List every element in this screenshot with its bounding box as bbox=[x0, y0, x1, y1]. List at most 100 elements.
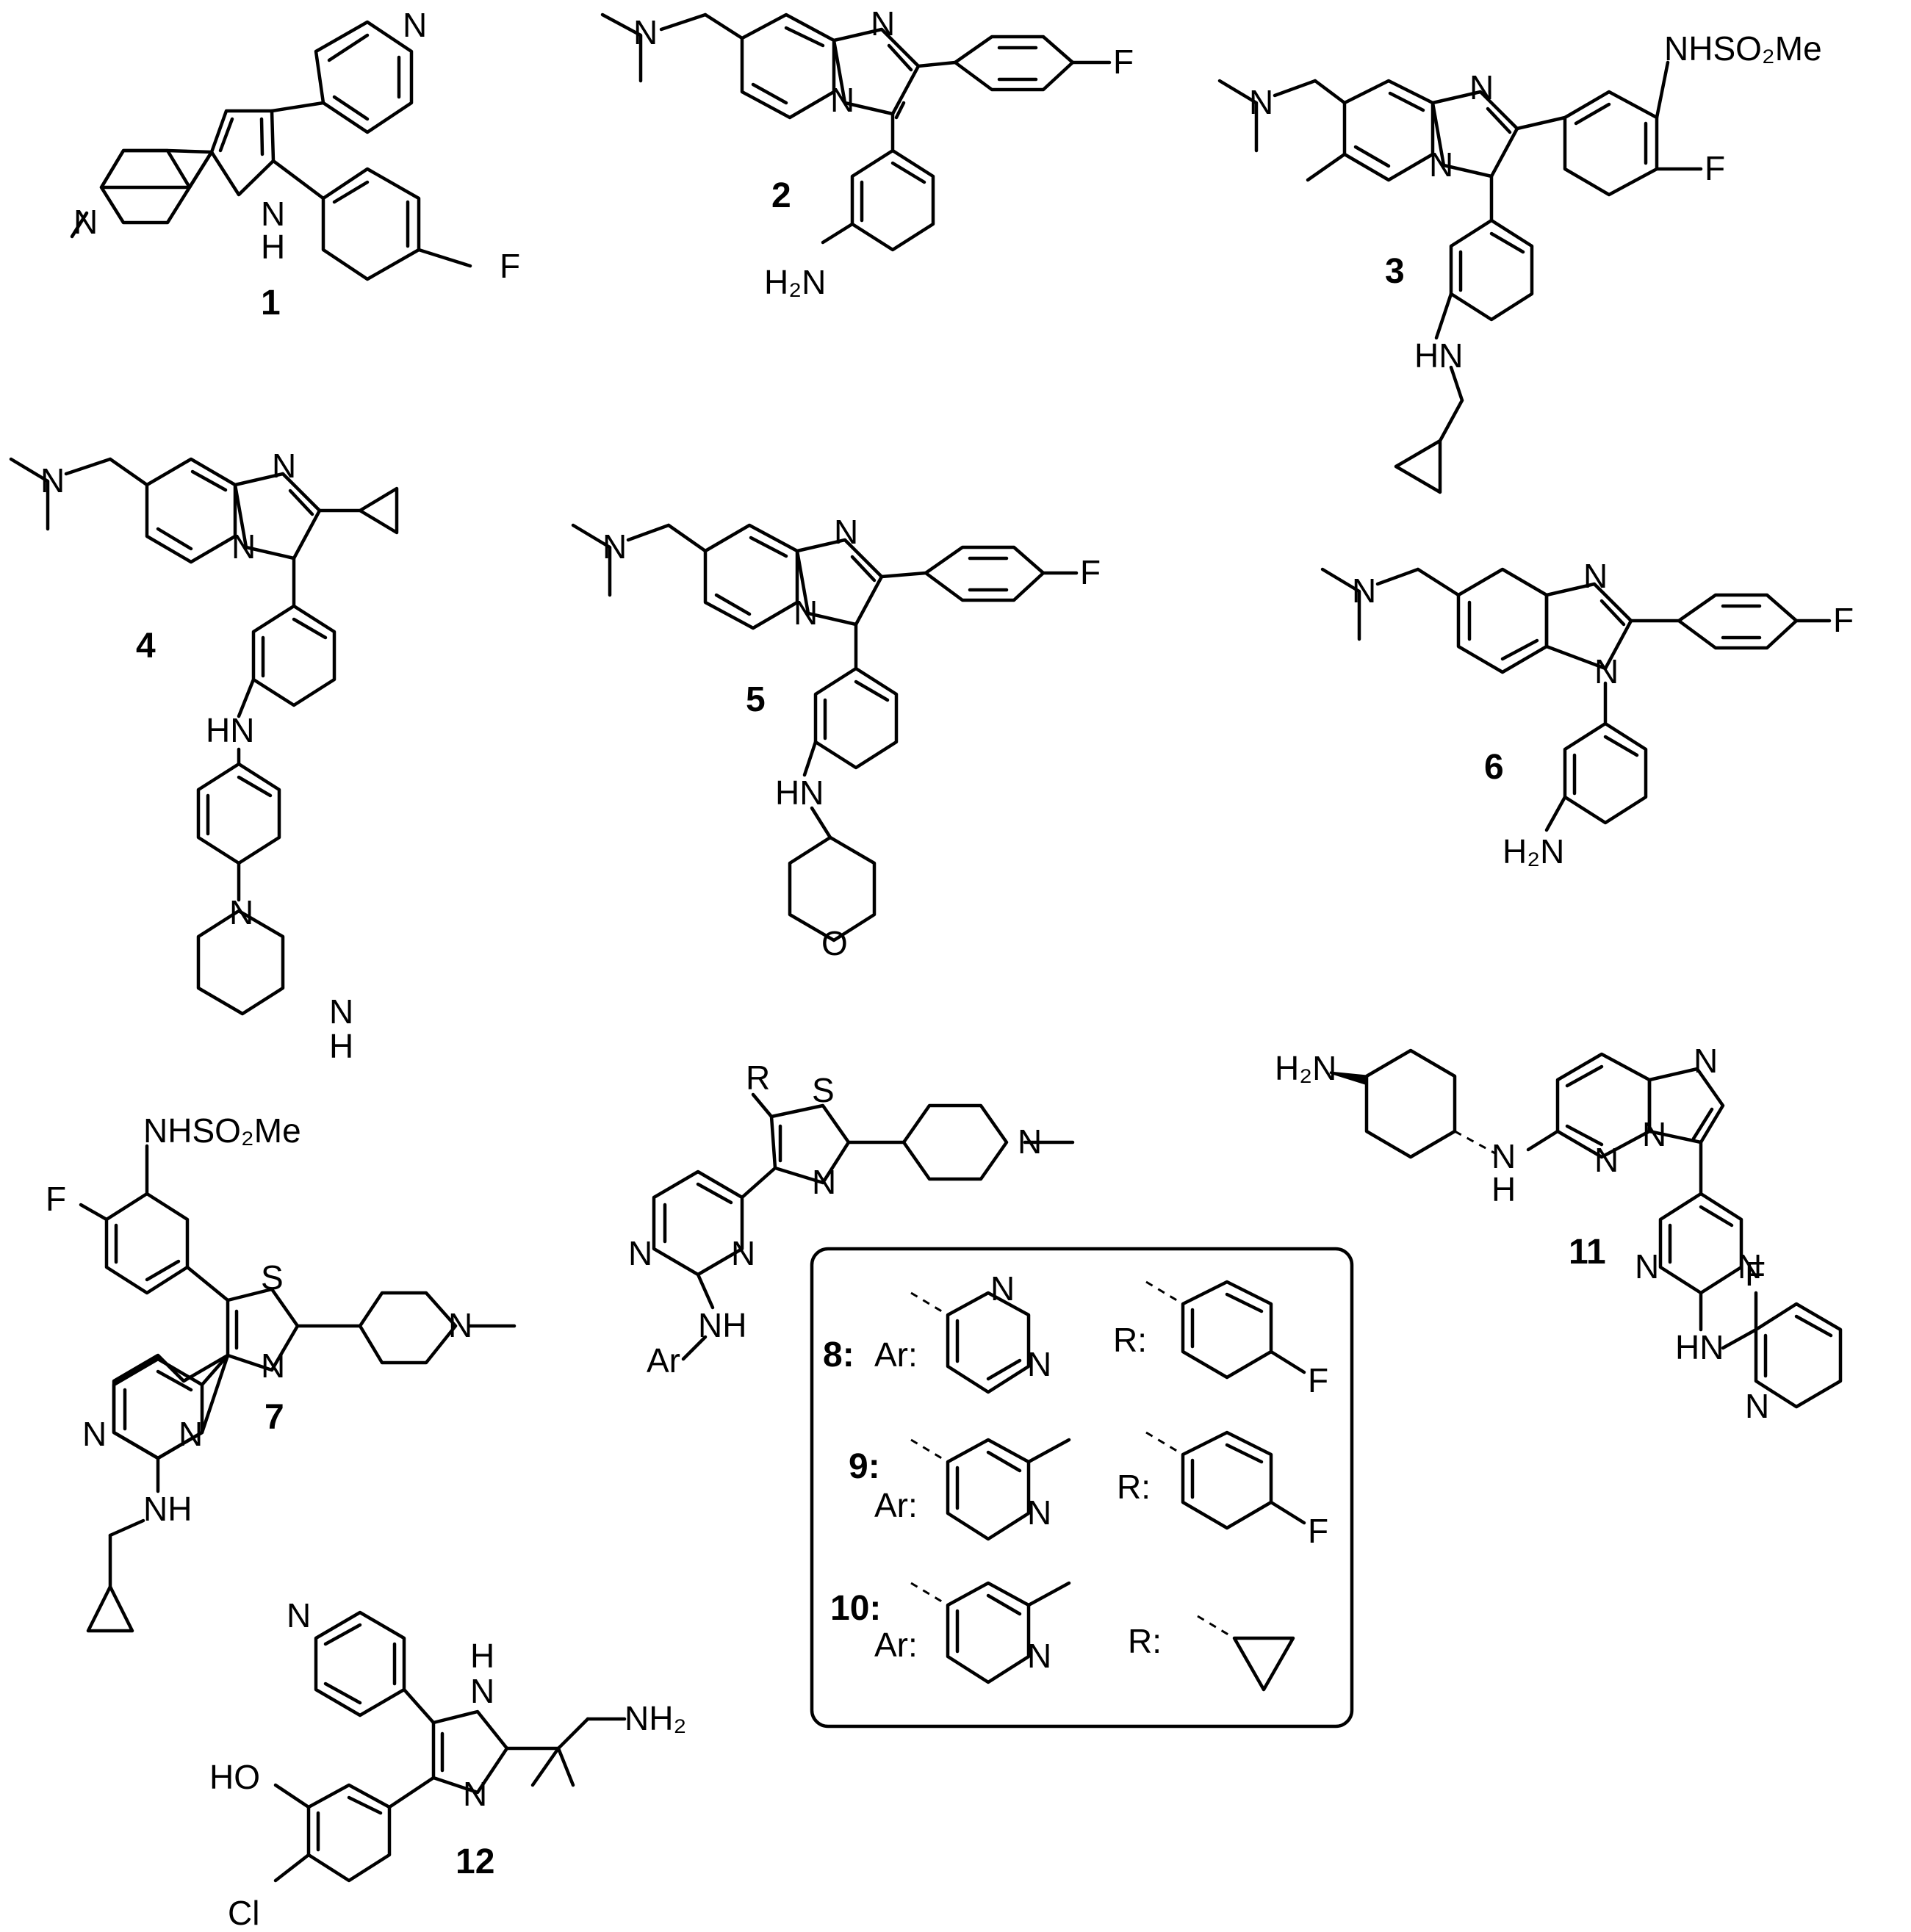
c11-pyrimidine-n3: N bbox=[1635, 1247, 1659, 1286]
c6-amine: H₂N bbox=[1502, 832, 1564, 871]
c8-10-pyrimidine-n3: N bbox=[731, 1234, 755, 1272]
c5-nme2-n: N bbox=[602, 527, 627, 566]
c3-sulfonamide: NHSO₂Me bbox=[1664, 29, 1822, 68]
c12-imidazole-h: H bbox=[470, 1637, 494, 1675]
c5-imidazole-n: N bbox=[834, 513, 858, 551]
c6-nme2-n: N bbox=[1352, 572, 1376, 610]
c8-10-amine: NH bbox=[698, 1306, 746, 1344]
row-9-r-fluorine: F bbox=[1308, 1512, 1328, 1550]
row-8-number: 8: bbox=[823, 1336, 854, 1374]
compound-12: N N H N NH₂ HO Cl 12 bbox=[209, 1596, 686, 1932]
row-9-ar-n: N bbox=[1027, 1493, 1051, 1532]
row-9-r-label: R: bbox=[1117, 1468, 1151, 1506]
c4-imidazole-n: N bbox=[272, 447, 296, 485]
table-frame bbox=[810, 1247, 1354, 1729]
c8-10-piperidine-n: N bbox=[1018, 1122, 1042, 1161]
c6-benzimidazole-n3: N bbox=[1583, 557, 1608, 595]
c5-label: 5 bbox=[746, 680, 766, 719]
c8-10-r-group: R bbox=[746, 1059, 770, 1097]
c11-amine-h: H bbox=[1491, 1170, 1516, 1208]
row-10-r-label: R: bbox=[1128, 1622, 1162, 1660]
c7-pyrimidine-n3: N bbox=[179, 1415, 203, 1453]
compound-8-10-core: R S N N N N NH Ar bbox=[628, 1059, 1075, 1380]
c7-fluorine: F bbox=[46, 1180, 66, 1218]
c7-thiazole-s: S bbox=[261, 1258, 284, 1297]
compound-4: N N N HN N N H 4 bbox=[9, 447, 399, 1065]
c12-imidazole-n: N bbox=[463, 1775, 487, 1813]
c4-label: 4 bbox=[136, 627, 156, 666]
c3-bridgehead-n: N bbox=[1429, 145, 1453, 184]
row-8-ar-n1: N bbox=[990, 1269, 1015, 1308]
c1-pyrrole-h: H bbox=[261, 228, 285, 266]
row-8-r-label: R: bbox=[1113, 1321, 1147, 1359]
c2-imidazole-n: N bbox=[871, 4, 895, 43]
c11-fluorine: F bbox=[1745, 1255, 1766, 1293]
c11-amine-h2n: H₂N bbox=[1275, 1049, 1336, 1087]
c8-10-ar-group: Ar bbox=[647, 1341, 680, 1380]
c4-piperazine-n4: N bbox=[329, 992, 353, 1031]
c4-piperazine-h: H bbox=[329, 1027, 353, 1065]
c4-amine: HN bbox=[206, 711, 254, 749]
c11-amine-n: N bbox=[1491, 1137, 1516, 1175]
c3-amine: HN bbox=[1414, 336, 1463, 375]
c12-label: 12 bbox=[456, 1842, 494, 1881]
c11-pyrimidine-n1: N bbox=[1738, 1247, 1762, 1286]
c7-piperidine-n: N bbox=[448, 1306, 472, 1344]
row-8-ar-n2: N bbox=[1027, 1345, 1051, 1383]
compound-1: N N N H F 1 bbox=[70, 6, 520, 322]
c1-label: 1 bbox=[261, 284, 281, 322]
c2-nme2-n: N bbox=[633, 13, 658, 51]
compound-11: H₂N N H N N N N N HN F N 11 bbox=[1275, 1042, 1843, 1425]
c3-imidazole-n: N bbox=[1469, 68, 1494, 107]
row-10-number: 10: bbox=[830, 1589, 881, 1628]
c5-amine: HN bbox=[775, 774, 824, 812]
c11-pyridine-n: N bbox=[1745, 1387, 1769, 1425]
c5-bridgehead-n: N bbox=[793, 594, 818, 632]
c4-piperazine-n1: N bbox=[229, 893, 253, 931]
c6-fluorine: F bbox=[1833, 601, 1854, 639]
compound-6: N N N F H₂N 6 bbox=[1320, 557, 1854, 871]
c3-label: 3 bbox=[1385, 252, 1405, 291]
c6-benzimidazole-n1: N bbox=[1594, 652, 1619, 691]
c2-amine: H₂N bbox=[764, 263, 826, 301]
c12-imidazole-nh: N bbox=[470, 1672, 494, 1710]
c11-pyridazine-n: N bbox=[1594, 1141, 1619, 1179]
compound-3: N N N NHSO₂Me F HN 3 bbox=[1217, 29, 1822, 494]
row-8-r-fluorine: F bbox=[1308, 1361, 1328, 1399]
compound-2: N N N F H₂N 2 bbox=[600, 4, 1134, 301]
c1-fluorine: F bbox=[500, 247, 520, 285]
c2-bridgehead-n: N bbox=[830, 81, 854, 119]
row-9-number: 9: bbox=[849, 1447, 880, 1486]
c6-label: 6 bbox=[1484, 748, 1504, 787]
c5-fluorine: F bbox=[1080, 553, 1101, 591]
row-9-ar-label: Ar: bbox=[874, 1486, 918, 1524]
c1-pyridine-n: N bbox=[403, 6, 427, 44]
c7-sulfonamide: NHSO₂Me bbox=[143, 1111, 301, 1150]
c4-nme2-n: N bbox=[40, 461, 65, 500]
row-10-ar-n: N bbox=[1027, 1637, 1051, 1675]
c12-hydroxyl: HO bbox=[209, 1758, 260, 1796]
substituent-table: 8: Ar: N N R: F 9: Ar: N R: F 10: Ar: bbox=[810, 1247, 1354, 1729]
c7-pyrimidine-n1: N bbox=[82, 1415, 107, 1453]
c8-10-pyrimidine-n1: N bbox=[628, 1234, 652, 1272]
row-8-ar-label: Ar: bbox=[874, 1336, 918, 1374]
c8-10-thiazole-s: S bbox=[812, 1071, 835, 1109]
c7-thiazole-n: N bbox=[261, 1347, 285, 1385]
c7-label: 7 bbox=[264, 1398, 284, 1437]
c5-oxygen: O bbox=[821, 924, 848, 962]
c8-10-thiazole-n: N bbox=[812, 1163, 836, 1201]
c7-amine: NH bbox=[143, 1490, 192, 1528]
c3-nme2-n: N bbox=[1249, 83, 1273, 121]
c1-piperidine-n: N bbox=[73, 203, 98, 241]
c2-label: 2 bbox=[771, 176, 791, 215]
row-10-ar-label: Ar: bbox=[874, 1626, 918, 1664]
c11-bridgehead-n: N bbox=[1642, 1115, 1666, 1153]
c4-bridgehead-n: N bbox=[231, 527, 256, 566]
c11-cyclohexane bbox=[1364, 1048, 1457, 1159]
c12-chlorine: Cl bbox=[228, 1894, 259, 1932]
c11-imidazole-n: N bbox=[1694, 1042, 1718, 1080]
c1-pyrrole-n: N bbox=[261, 195, 285, 233]
compound-5: N N N F HN O 5 bbox=[571, 513, 1101, 962]
